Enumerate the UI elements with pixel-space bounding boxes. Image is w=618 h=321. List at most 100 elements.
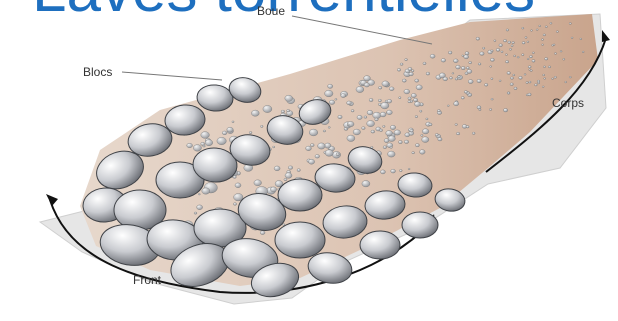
label-blocs: Blocs: [83, 65, 112, 79]
pebble: [426, 72, 430, 75]
pebble: [510, 83, 513, 86]
pebble: [454, 102, 459, 106]
pebble: [528, 66, 531, 68]
pebble: [388, 151, 396, 157]
pebble: [420, 150, 426, 155]
pebble: [399, 170, 402, 172]
pebble: [270, 187, 276, 192]
pebble: [386, 131, 393, 136]
pebble: [187, 143, 193, 148]
pebble: [514, 55, 516, 57]
pebble: [448, 51, 452, 54]
pebble: [329, 100, 335, 104]
pebble: [284, 178, 287, 180]
pebble: [364, 116, 367, 118]
pebble: [254, 180, 262, 186]
pebble: [512, 42, 515, 44]
pebble: [429, 123, 432, 126]
pebble: [261, 125, 264, 127]
pebble: [353, 129, 360, 135]
pebble: [542, 86, 544, 88]
pebble: [524, 74, 526, 76]
pebble: [328, 127, 330, 129]
pebble: [569, 23, 571, 25]
pebble: [399, 97, 401, 99]
pebble: [439, 73, 445, 78]
pebble: [420, 110, 422, 112]
pebble: [390, 146, 392, 148]
pebble: [541, 39, 543, 41]
pebble: [552, 78, 554, 80]
pebble: [464, 91, 467, 94]
pebble: [465, 52, 469, 55]
pebble: [371, 130, 375, 133]
pebble: [507, 72, 511, 75]
pebble: [227, 127, 233, 132]
pebble: [467, 69, 472, 73]
pebble: [347, 135, 355, 141]
pebble: [373, 112, 381, 118]
pebble: [437, 110, 440, 112]
pebble: [505, 54, 507, 56]
pebble: [538, 82, 540, 84]
pebble: [421, 134, 423, 136]
pebble: [402, 79, 406, 82]
pebble: [506, 29, 509, 31]
pebble: [542, 44, 544, 46]
pebble: [222, 131, 227, 135]
pebble: [347, 124, 349, 126]
pebble: [496, 48, 500, 51]
pebble: [404, 89, 410, 94]
pebble: [507, 92, 510, 94]
pebble: [426, 118, 428, 120]
pebble: [476, 37, 480, 40]
label-front: Front: [133, 273, 161, 287]
pebble: [519, 76, 523, 79]
pebble: [310, 144, 314, 147]
pebble: [389, 87, 394, 91]
pebble: [217, 137, 226, 144]
pebble: [281, 110, 285, 113]
pebble: [560, 51, 562, 53]
pebble: [514, 87, 517, 90]
pebble: [491, 98, 493, 100]
pebble: [490, 58, 494, 61]
boulder: [275, 222, 325, 258]
pebble: [357, 115, 362, 119]
pebble: [405, 59, 408, 61]
pebble: [544, 78, 546, 80]
pebble: [450, 77, 453, 79]
pebble: [380, 112, 386, 117]
pebble: [364, 83, 369, 87]
pebble: [205, 140, 213, 146]
pebble: [375, 118, 379, 121]
pebble: [461, 97, 464, 100]
pebble: [380, 170, 385, 174]
pebble: [571, 37, 573, 39]
pebble: [509, 49, 511, 51]
pebble: [548, 66, 551, 68]
pebble: [391, 169, 396, 173]
pebble: [315, 155, 320, 159]
pebble: [536, 29, 538, 31]
pebble: [455, 78, 458, 80]
boulder: [402, 212, 438, 238]
pebble: [480, 52, 484, 55]
pebble: [458, 76, 461, 78]
pebble: [545, 26, 547, 28]
pebble: [410, 129, 414, 132]
pebble: [554, 76, 557, 78]
pebble: [522, 54, 524, 56]
pebble: [325, 90, 333, 97]
pebble: [412, 152, 415, 154]
pebble: [249, 132, 252, 134]
pebble: [531, 30, 533, 32]
pebble: [468, 80, 473, 84]
pebble: [452, 73, 454, 75]
pebble: [456, 65, 461, 69]
pebble: [489, 109, 492, 111]
pebble: [423, 62, 426, 65]
pebble: [462, 55, 464, 57]
pebble: [508, 41, 511, 43]
pebble: [328, 84, 333, 88]
